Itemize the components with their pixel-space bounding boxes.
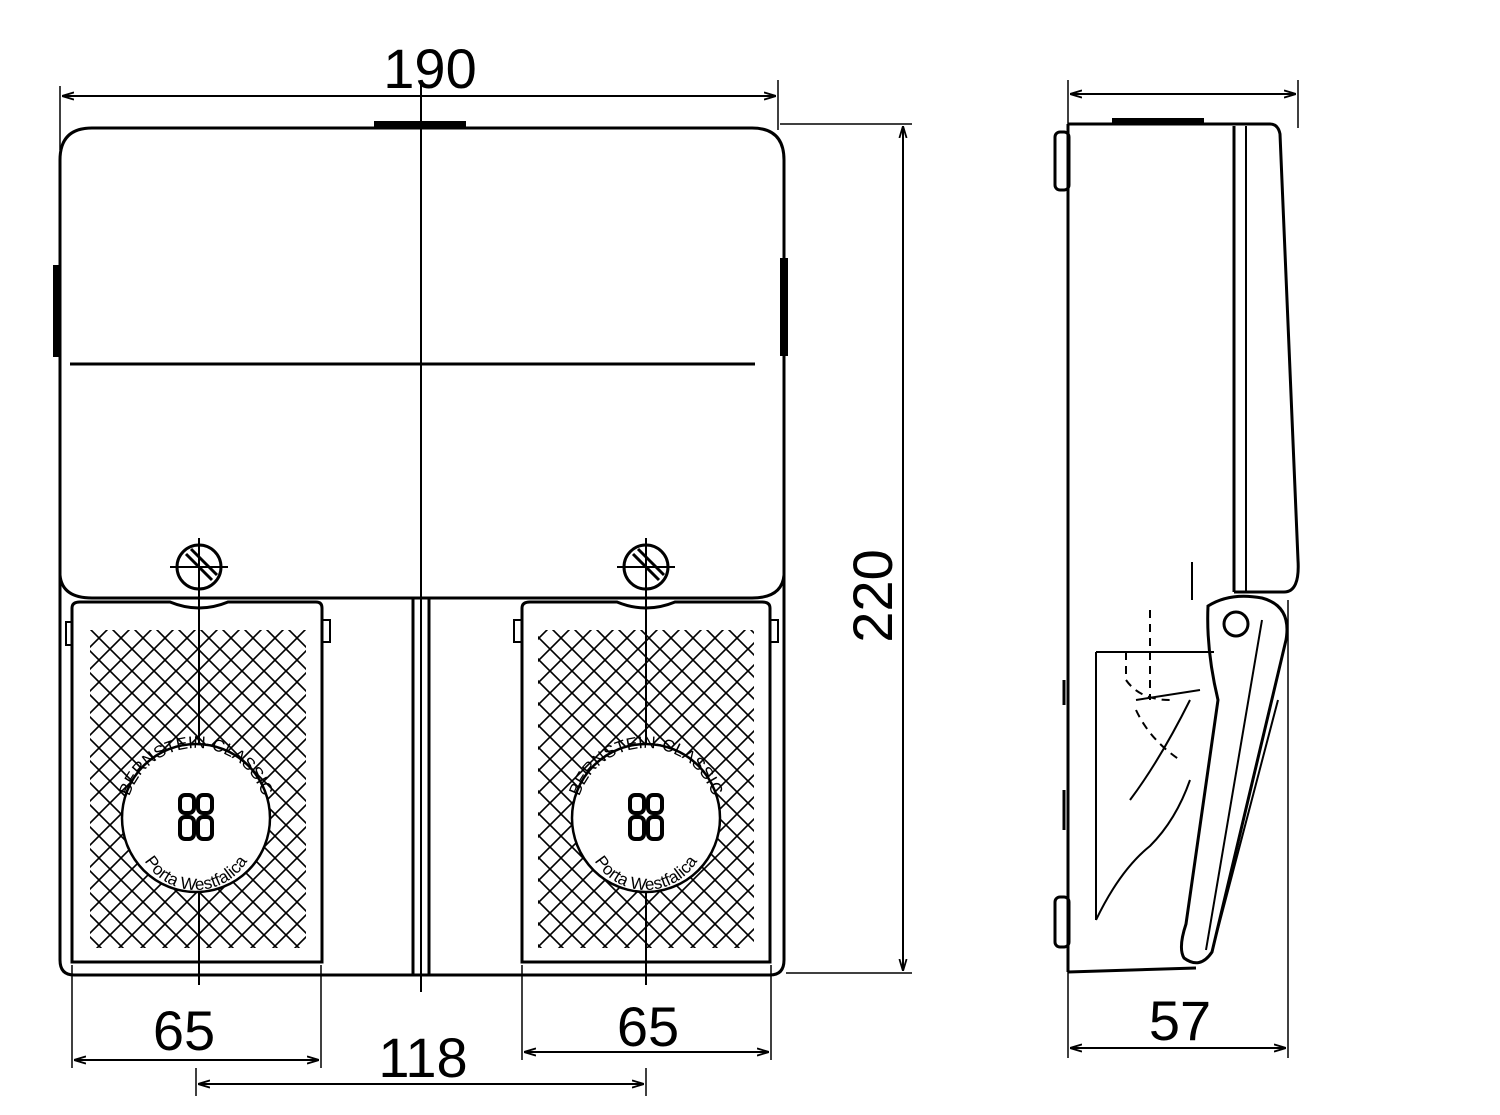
dim-190-label: 190 — [383, 37, 476, 100]
right-logo-mark — [628, 793, 664, 841]
dim-190: 190 — [59, 37, 779, 150]
screw-right — [617, 538, 675, 596]
side-lug-bottom — [1053, 895, 1071, 949]
side-lug-top — [1053, 130, 1071, 192]
screw-left — [170, 538, 228, 596]
right-lug — [780, 258, 788, 356]
left-socket-lid: BERNSTEIN-CLASSIC Porta Westfalica — [65, 596, 331, 985]
front-view: BERNSTEIN-CLASSIC Porta Westfalica BERNS… — [53, 37, 912, 1096]
left-logo-mark — [178, 793, 214, 841]
dim-57-label: 57 — [1149, 989, 1211, 1052]
left-logo-badge — [120, 742, 272, 894]
dim-65-right-label: 65 — [617, 995, 679, 1058]
side-body-outline — [1068, 122, 1300, 594]
dim-118-label: 118 — [378, 1026, 467, 1089]
housing-outline — [58, 126, 786, 977]
left-lug — [53, 265, 61, 357]
dim-118: 118 — [195, 1026, 647, 1096]
dim-220-label: 220 — [841, 549, 904, 642]
right-logo-badge — [570, 742, 722, 894]
side-view: 57 — [1053, 80, 1300, 1058]
dim-65-left-label: 65 — [153, 999, 215, 1062]
dim-65-right: 65 — [521, 965, 772, 1060]
dim-220: 220 — [780, 123, 912, 974]
dim-57: 57 — [1067, 600, 1289, 1058]
right-socket-lid: BERNSTEIN-CLASSIC Porta Westfalica — [513, 596, 779, 985]
side-lid — [1179, 594, 1289, 965]
dim-65-left: 65 — [71, 965, 322, 1068]
